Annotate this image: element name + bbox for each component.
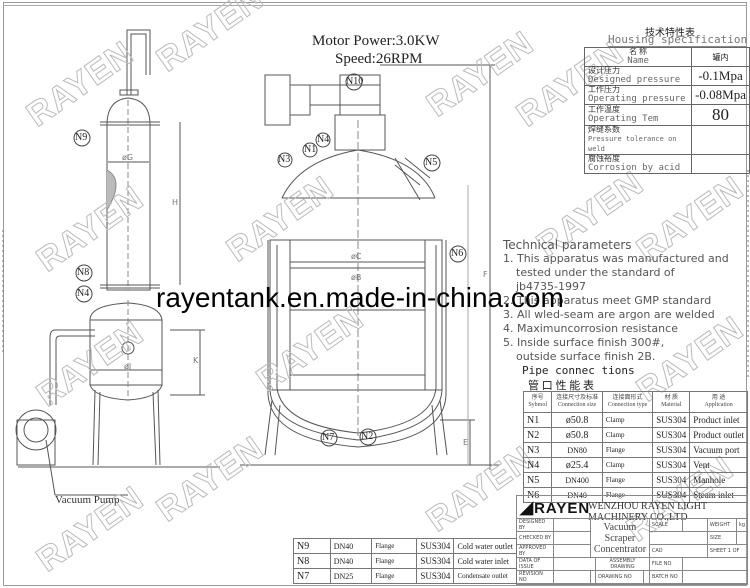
pipe-connections-title-cn: 管 口 性 能 表 xyxy=(528,380,594,392)
tag-n4-left: N4 xyxy=(77,288,90,299)
tag-n9-left: N9 xyxy=(75,132,88,143)
name-col-cn: 名 称 xyxy=(629,47,648,56)
drawing-title: Vacuum Scraper xyxy=(603,521,637,544)
tag-n4: N4 xyxy=(317,134,330,145)
vacuum-pump-label: Vacuum Pump xyxy=(55,494,120,506)
tag-n5: N5 xyxy=(425,157,438,168)
operating-temp-value: 80 xyxy=(691,104,750,126)
dim-c: øC xyxy=(351,252,362,261)
tag-n10: N10 xyxy=(346,76,364,87)
pipe-connections-title-en: Pipe connec tions xyxy=(522,364,635,377)
drawing-frame xyxy=(3,2,747,586)
dim-h: H xyxy=(172,198,179,207)
tag-n8-left: N8 xyxy=(77,267,90,278)
dim-k: K xyxy=(193,356,199,365)
housing-spec-title-en: Housing specification xyxy=(608,33,748,47)
motor-power-label: Motor Power:3.0KW xyxy=(312,33,440,49)
rayen-logo: ◢RAYEN xyxy=(520,498,591,517)
housing-spec-title-cn: 技术特性表 xyxy=(645,28,695,39)
designed-pressure-value: -0.1Mpa xyxy=(691,66,750,86)
dim-e: E xyxy=(463,438,469,447)
frame-top-line xyxy=(3,5,747,6)
name-col-en: Name xyxy=(627,56,649,66)
dim-f: F xyxy=(483,270,488,279)
dim-g: øG xyxy=(122,153,134,162)
website-overlay: rayentank.en.made-in-china.com xyxy=(156,282,564,313)
tag-n7: N7 xyxy=(322,432,335,443)
logo-mark-icon: ◢ xyxy=(520,498,535,517)
tag-n1: N1 xyxy=(304,144,317,155)
value-col-header: 罐内 xyxy=(691,47,750,67)
speed-label: Speed:26RPM xyxy=(335,51,423,67)
technical-parameters: Technical parameters 1. This apparatus w… xyxy=(503,238,729,363)
company-name: WENZHOU RAYEN LIGHT MACHINERY CO.,LTD xyxy=(588,501,707,523)
tag-n6: N6 xyxy=(451,248,464,259)
tag-n3: N3 xyxy=(278,154,291,165)
tech-title: Technical parameters xyxy=(503,238,632,252)
operating-pressure-value: -0.08Mpa xyxy=(691,85,750,105)
dim-b: øB xyxy=(351,273,362,282)
tag-n2: N2 xyxy=(361,431,374,442)
dim-j: øJ xyxy=(124,362,132,371)
